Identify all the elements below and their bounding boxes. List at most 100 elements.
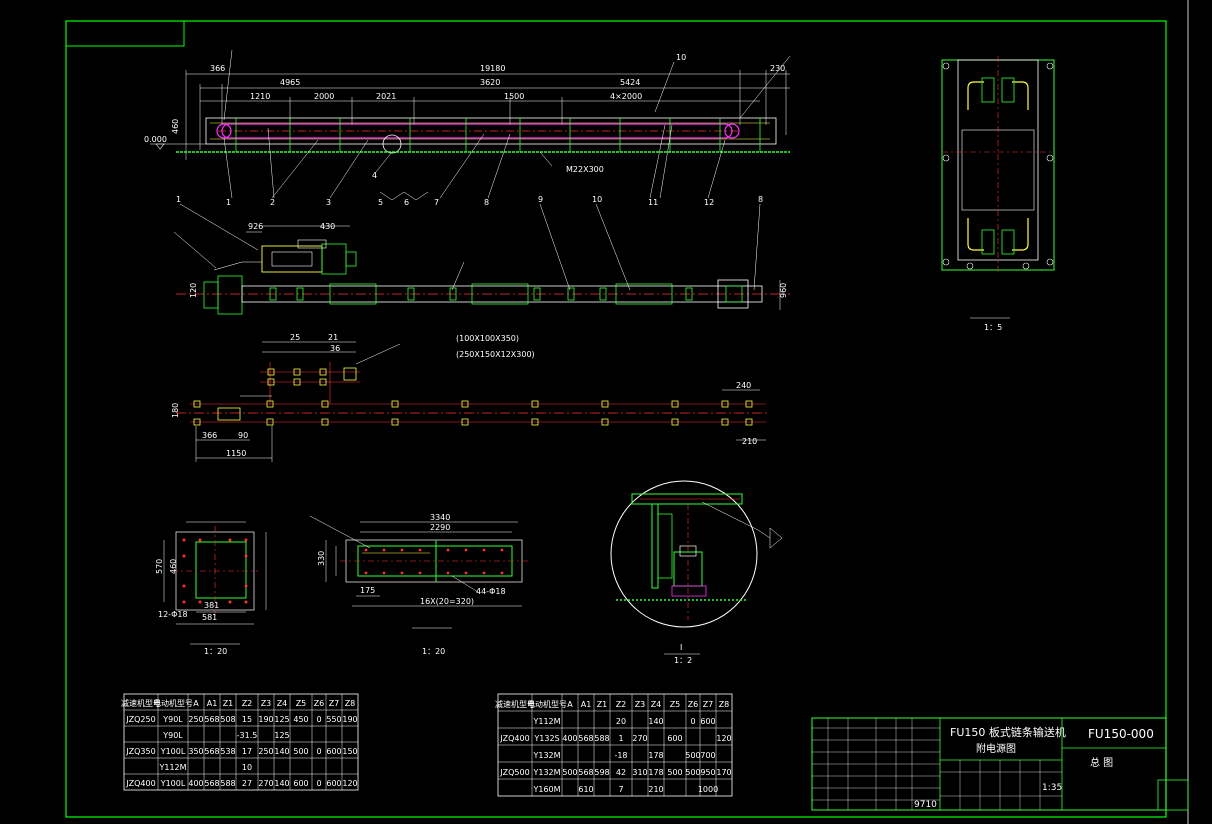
leader-number: 5 [378,198,383,207]
main-leader-numbers: 1 2 3 4 5 6 7 8 11 12 [226,171,714,207]
table-cell: Y132M [532,768,560,777]
table-cell: Y112M [158,763,186,772]
table-cell: 190 [258,715,273,724]
table-cell: JZQ250 [125,715,155,724]
plan-dim: 120 [189,283,198,298]
foundation-dim: 180 [171,403,180,418]
outlet-caption-scale: 1：20 [422,647,445,656]
table-header-cell: Z3 [635,700,646,709]
plan-leader: 9 [538,195,543,204]
section-cross-view: 1：5 [941,56,1055,332]
foundation-dim: 21 [328,333,338,342]
table-cell: 598 [594,768,609,777]
detail-view-I: I 1：2 [610,480,783,665]
leader-label-top: 10 [676,53,686,62]
inlet-dim: 570 [155,559,164,574]
table-cell: 0 [690,717,695,726]
dim-top: 230 [770,64,785,73]
table-cell: 15 [242,715,252,724]
table-header-cell: Z4 [651,700,662,709]
table-header-cell: 电动机型号 [527,699,567,709]
dim-overall-length: 19180 [480,64,505,73]
table-cell: 210 [648,785,663,794]
table-cell: 0 [316,779,321,788]
inlet-caption-scale: 1：20 [204,647,227,656]
dim-mid: 2000 [314,92,334,101]
foundation-dim: 210 [742,437,757,446]
drawing-name-line2: 附电源图 [976,742,1016,755]
dim-mid: 2021 [376,92,396,101]
table-cell: Y90L [162,731,183,740]
table-header-cell: Z1 [223,699,234,708]
detail-caption-label: I [680,643,682,652]
table-cell: 120 [716,734,731,743]
outlet-dim: 2290 [430,523,450,532]
table-cell: 1 [618,734,623,743]
plan-dim: 926 [248,222,263,231]
table-cell: 20 [616,717,626,726]
base-note: M22X300 [566,165,604,174]
table-cell: 250 [188,715,203,724]
leader-number: 6 [404,198,409,207]
table-cell: 27 [242,779,252,788]
table-cell: 7 [618,785,623,794]
table-header-cell: Z7 [329,699,340,708]
foundation-dim: 25 [290,333,300,342]
corner-title-box [65,20,185,47]
table-cell: 568 [204,747,219,756]
table-cell: 150 [342,747,357,756]
leader-number: 11 [648,198,658,207]
table-header-cell: Z6 [688,700,699,709]
leader-number: 2 [270,198,275,207]
scale-label: 1:35 [1042,783,1062,793]
table-header-cell: Z6 [314,699,325,708]
table-cell: 17 [242,747,252,756]
table-cell: 400 [188,779,203,788]
row-number: 9710 [914,800,937,810]
inlet-dim: 581 [202,613,217,622]
table-cell: 508 [220,715,235,724]
table-cell: 600 [667,734,682,743]
table-header-cell: Z1 [597,700,608,709]
foundation-dim: 90 [238,431,248,440]
inlet-dim: 460 [169,559,178,574]
table-cell: JZQ350 [125,747,155,756]
table-cell: 0 [316,747,321,756]
table-cell: 568 [578,734,593,743]
table-cell: 500 [685,768,700,777]
plan-dim: 960 [779,283,788,298]
dim-mid: 1500 [504,92,524,101]
table-cell: 588 [220,779,235,788]
inlet-dim: 381 [204,601,219,610]
outlet-dim: 44-Φ18 [476,587,506,596]
leader-number: 7 [434,198,439,207]
table-cell: JZQ400 [125,779,155,788]
table-header-cell: A [193,699,199,708]
table-cell: 250 [258,747,273,756]
inlet-dim: 12-Φ18 [158,610,188,619]
height-dim: 460 [171,119,180,134]
table-header-cell: Z8 [719,700,730,709]
section-caption-scale: 1：5 [984,323,1002,332]
leader-number: 3 [326,198,331,207]
table-cell: 600 [326,779,341,788]
datum-label: 0.000 [144,135,167,144]
table-cell: 178 [648,751,663,760]
table-cell: JZQ400 [499,734,529,743]
table-cell: 125 [274,715,289,724]
table-cell: 0 [316,715,321,724]
table-header-cell: 电动机型号 [153,698,193,708]
title-block: FU150 板式链条输送机 附电源图 FU150-000 总 图 1:35 97… [811,717,1167,811]
table-cell: 700 [700,751,715,760]
dim-top: 4965 [280,78,300,87]
outlet-dim: 3340 [430,513,450,522]
table-cell: Y160M [532,785,560,794]
table-header-cell: A [567,700,573,709]
table-header-cell: Z7 [703,700,714,709]
table-cell: -31.5 [237,731,258,740]
drawing-number: FU150-000 [1088,727,1154,741]
inlet-view: 381 581 570 460 12-Φ18 1：20 [155,521,267,656]
foundation-note: (250X150X12X300) [456,350,535,359]
table-cell: 550 [326,715,341,724]
